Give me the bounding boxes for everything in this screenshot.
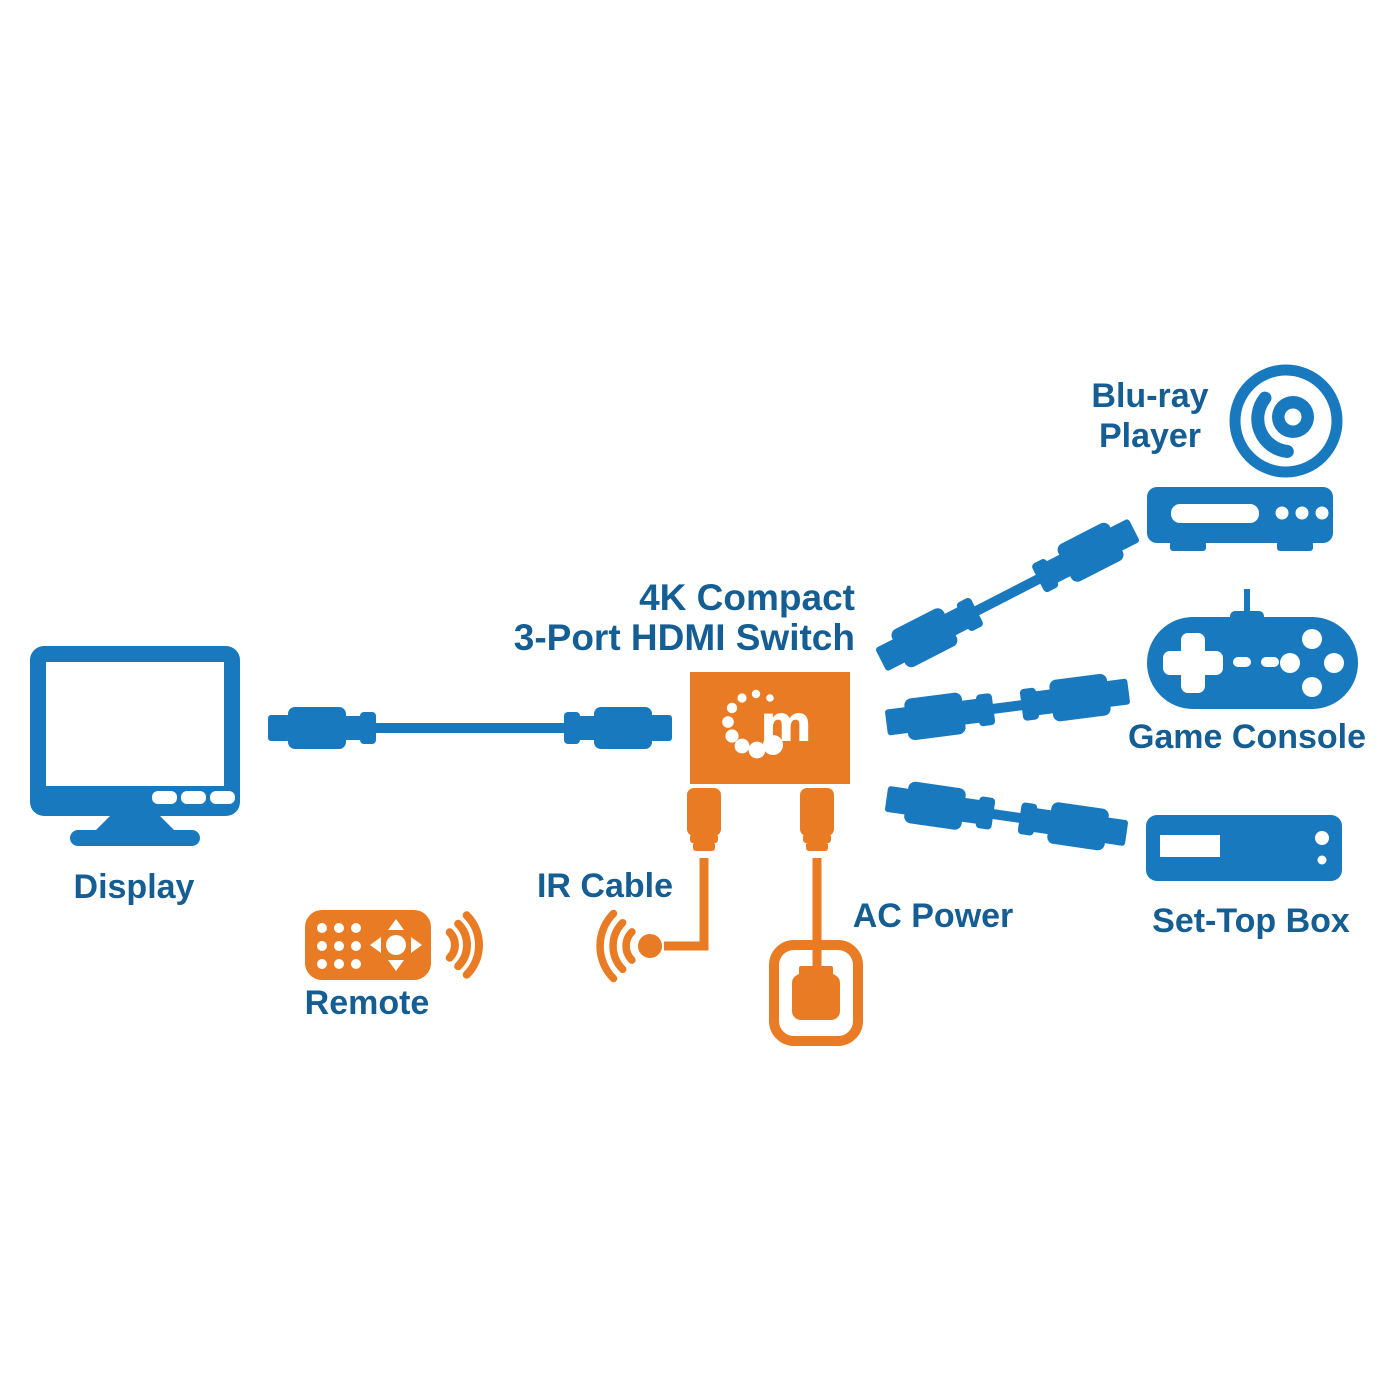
set-top-box-hdmi-cable <box>883 777 1130 855</box>
remote-label: Remote <box>305 984 430 1022</box>
ac-power: AC Power <box>769 788 1014 1046</box>
disc-icon <box>1229 364 1343 478</box>
bluray-player-device: Blu-ray Player <box>1091 364 1343 551</box>
ac-power-label: AC Power <box>853 897 1014 935</box>
ir-plug-icon <box>687 788 721 851</box>
hdmi-connector-icon <box>564 707 672 749</box>
ir-cable-line <box>664 858 709 951</box>
switch-box <box>690 672 850 784</box>
monitor-button-icon <box>152 791 177 804</box>
game-console-label: Game Console <box>1128 718 1366 756</box>
hdmi-connector-icon <box>883 687 997 744</box>
hdmi-connector-icon <box>268 707 376 749</box>
hdmi-connector-icon <box>871 592 987 679</box>
ir-cable: IR Cable <box>537 788 721 983</box>
display-device: Display <box>30 646 240 906</box>
monitor-icon <box>30 646 240 846</box>
remote-waves-icon <box>445 911 483 979</box>
set-top-box-icon <box>1146 815 1342 881</box>
hdmi-connector-icon <box>883 777 997 835</box>
title-line2: 3-Port HDMI Switch <box>514 617 855 658</box>
monitor-button-icon <box>210 791 235 804</box>
hdmi-connector-icon <box>1028 511 1144 598</box>
set-top-box-device: Set-Top Box <box>1146 815 1350 940</box>
remote-dpad-icon <box>370 919 422 971</box>
bluray-label-line2: Player <box>1099 417 1201 455</box>
monitor-stand <box>94 812 176 832</box>
bluray-label-line1: Blu-ray <box>1091 377 1208 415</box>
power-adapter-icon <box>769 940 863 1046</box>
title-line1: 4K Compact <box>639 577 855 618</box>
ir-emitter-icon <box>638 934 662 958</box>
manhattan-logo-icon: m <box>722 689 812 759</box>
hdmi-connector-icon <box>1018 670 1132 727</box>
set-top-box-label: Set-Top Box <box>1152 902 1350 940</box>
game-console-device: Game Console <box>1128 589 1366 756</box>
power-plug-icon <box>800 788 834 851</box>
hdmi-connector-icon <box>1016 797 1130 855</box>
display-hdmi-cable <box>268 707 672 749</box>
diagram-title: 4K Compact 3-Port HDMI Switch <box>514 577 855 658</box>
hdmi-switch-hub: m <box>690 672 850 784</box>
display-label: Display <box>74 868 195 906</box>
bluray-player-icon <box>1147 487 1333 551</box>
remote-control: Remote <box>305 910 483 1022</box>
monitor-base <box>70 830 200 846</box>
bluray-hdmi-cable <box>871 511 1144 679</box>
gamepad-icon <box>1147 589 1358 709</box>
ir-waves-icon <box>596 909 636 983</box>
game-console-hdmi-cable <box>883 670 1132 744</box>
monitor-button-icon <box>181 791 206 804</box>
remote-icon <box>305 910 431 980</box>
ir-cable-label: IR Cable <box>537 867 673 905</box>
logo-letter: m <box>760 695 812 753</box>
